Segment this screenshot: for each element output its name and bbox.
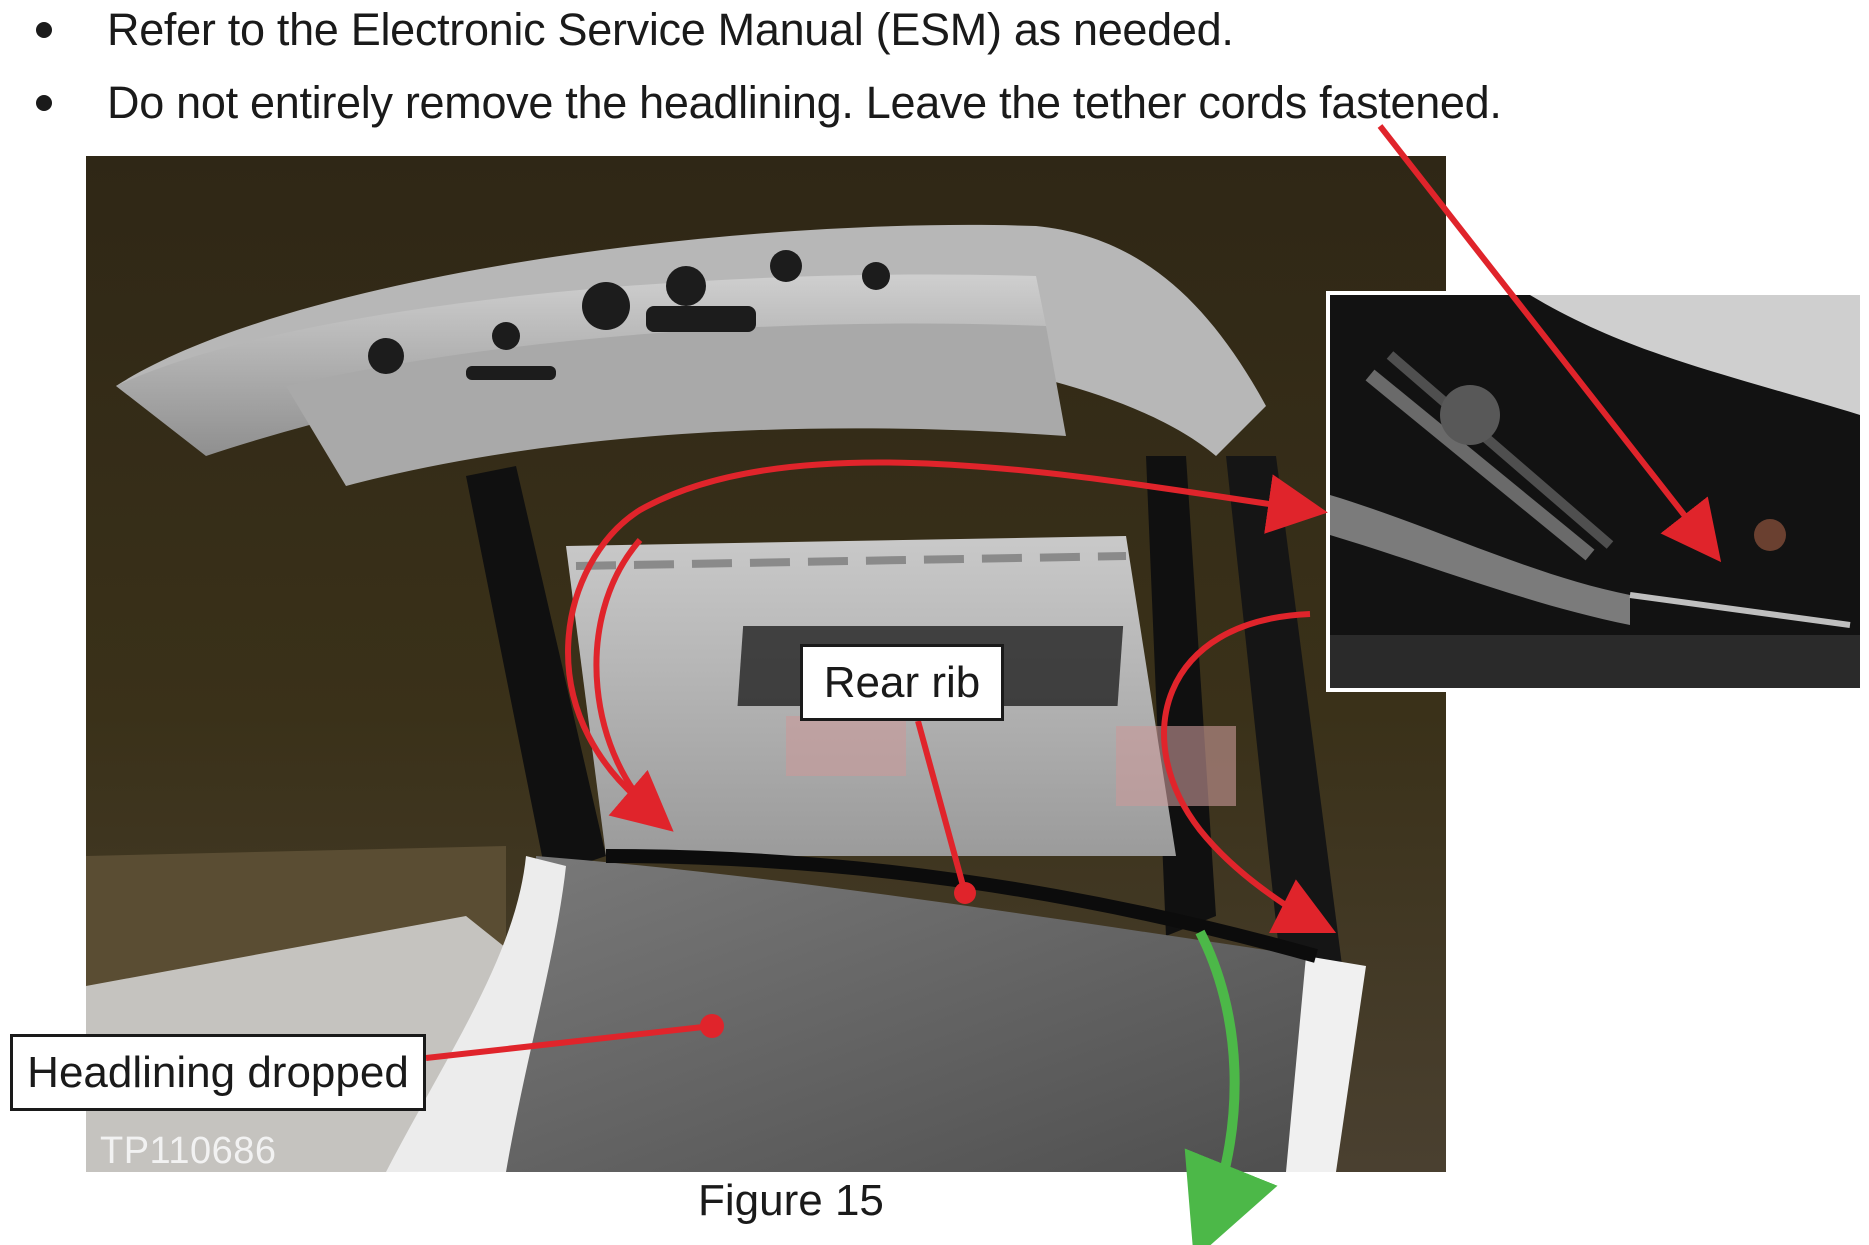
tether-cord-inset-photo [1326,291,1864,692]
rear-rib-pointer-dot [954,882,976,904]
green-arrow [1184,929,1278,1245]
trunk-photo [86,156,1446,1172]
tether-loop-arrow-left-tip [593,538,674,832]
bullet-icon [36,22,52,38]
tether-loop-arrow-right [1161,611,1337,934]
instruction-text: Refer to the Electronic Service Manual (… [107,4,1234,55]
photo-id-label: TP110686 [100,1130,277,1172]
figure-caption: Figure 15 [698,1176,884,1225]
fastened-arrow [1377,124,1722,563]
headlining-dropped-callout: Headlining dropped [10,1034,426,1111]
tether-loop-arrow-left [565,459,1328,823]
instruction-item: Refer to the Electronic Service Manual (… [0,0,1869,60]
bullet-icon [36,95,52,111]
rear-rib-callout: Rear rib [800,644,1004,721]
headlining-pointer [425,1023,713,1061]
trunk-photo-illustration [86,156,1446,1172]
headlining-pointer-dot [700,1014,724,1038]
rear-rib-pointer [915,720,968,894]
inset-illustration [1330,295,1860,688]
instruction-text: Do not entirely remove the headlining. L… [107,77,1502,128]
instruction-item: Do not entirely remove the headlining. L… [0,73,1869,133]
